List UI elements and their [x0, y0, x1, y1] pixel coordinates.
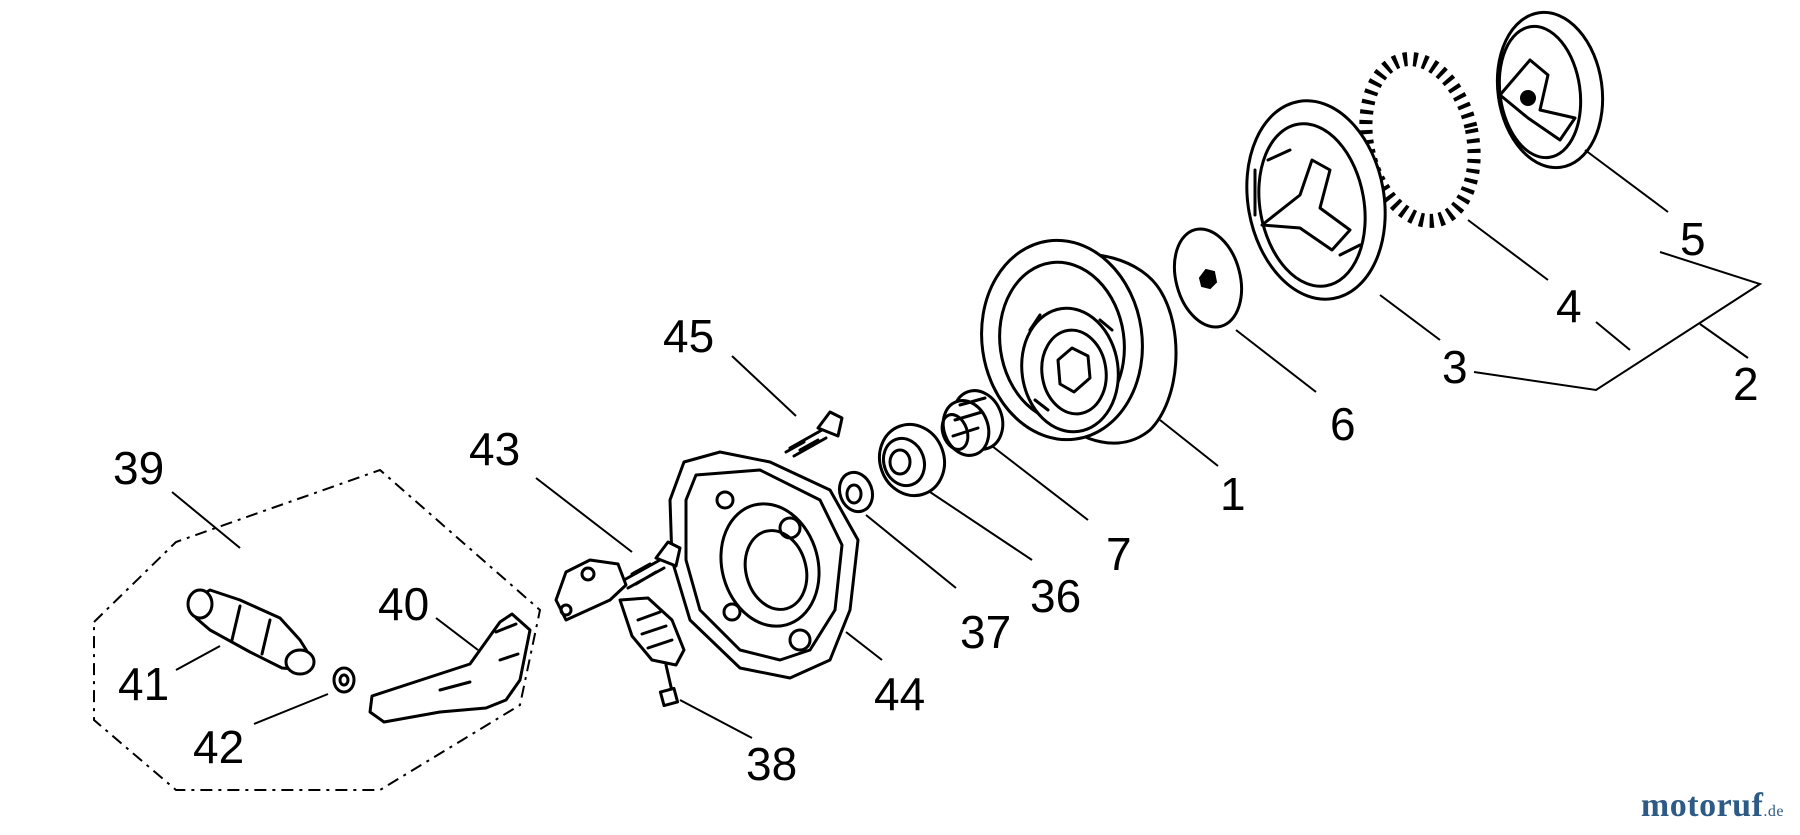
callout-7: 7 — [1106, 528, 1132, 580]
callout-6: 6 — [1330, 398, 1356, 450]
callout-4: 4 — [1556, 280, 1582, 332]
part-36-rim-washer — [878, 422, 946, 498]
callout-40: 40 — [378, 578, 429, 630]
part-5-clutch-hub — [1495, 10, 1605, 170]
leader-7 — [991, 445, 1089, 521]
part-45-screw — [784, 410, 844, 458]
leader-37 — [865, 514, 957, 589]
part-38-oil-pump — [554, 558, 686, 708]
callout-39: 39 — [113, 442, 164, 494]
callout-37: 37 — [960, 606, 1011, 658]
leader-3 — [1379, 294, 1441, 341]
leader-5 — [1584, 149, 1669, 213]
leader-40 — [435, 617, 479, 651]
part-3-clutch-shoes — [1245, 99, 1387, 301]
part-42-nut — [332, 666, 356, 694]
callout-2: 2 — [1733, 358, 1759, 410]
leader-38 — [679, 699, 753, 739]
bracket-2-5-4-3 — [1473, 251, 1763, 392]
part-40-lever — [368, 612, 532, 724]
callout-1: 1 — [1220, 468, 1246, 520]
part-41-adjuster-shaft — [186, 588, 316, 676]
callout-5: 5 — [1680, 213, 1706, 265]
bracket-2 — [1699, 323, 1749, 359]
part-6-washer — [1172, 227, 1244, 329]
watermark-name: motoruf — [1640, 787, 1764, 824]
bracket-4 — [1595, 321, 1631, 351]
leader-42 — [253, 693, 329, 725]
leader-4 — [1467, 219, 1549, 281]
callout-41: 41 — [118, 658, 169, 710]
leader-1 — [1159, 419, 1219, 467]
leader-44 — [845, 631, 883, 661]
part-1-clutch-drum — [980, 238, 1178, 445]
part-44-cover-plate — [668, 450, 860, 680]
leader-41 — [175, 645, 221, 671]
leader-6 — [1235, 329, 1317, 393]
leader-45 — [731, 355, 797, 417]
watermark-logo: motoruf.de — [1641, 787, 1784, 825]
leader-lines — [171, 149, 1763, 739]
callout-36: 36 — [1030, 570, 1081, 622]
leader-39 — [171, 491, 241, 549]
callout-42: 42 — [193, 721, 244, 773]
callout-43: 43 — [469, 423, 520, 475]
callout-labels: 5 4 2 3 6 1 7 36 37 45 43 44 38 39 40 41… — [113, 213, 1759, 790]
part-39-assembly-boundary — [93, 468, 542, 791]
part-7-needle-bearing — [940, 389, 1005, 457]
callout-45: 45 — [663, 310, 714, 362]
leader-36 — [929, 491, 1033, 561]
watermark-tld: .de — [1763, 803, 1784, 820]
callout-44: 44 — [874, 668, 925, 720]
part-43-screw — [622, 540, 682, 590]
callout-3: 3 — [1442, 341, 1468, 393]
leader-43 — [535, 477, 633, 553]
callout-38: 38 — [746, 738, 797, 790]
part-37-small-washer — [837, 470, 875, 514]
